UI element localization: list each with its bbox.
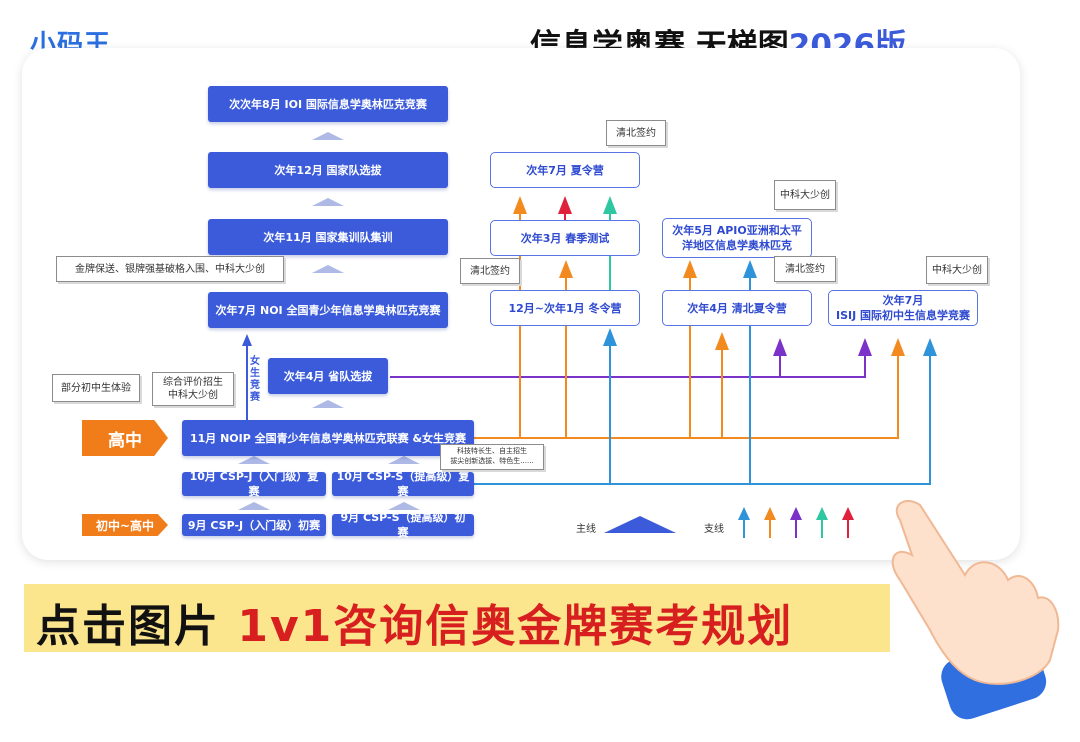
legend-branch-label: 支线 [704, 524, 724, 535]
purple-branch [390, 350, 866, 378]
national-team-box[interactable]: 次年12月 国家队选拔 [208, 152, 448, 188]
tsinghua-pku-note-2: 清北签约 [460, 258, 520, 284]
provincial-selection-box[interactable]: 次年4月 省队选拔 [268, 358, 388, 394]
noip-box[interactable]: 11月 NOIP 全国青少年信息学奥林匹克联赛 &女生竞赛 [182, 420, 474, 456]
legend-main-shape [604, 516, 676, 533]
eval-line1: 综合评价招生 [163, 377, 223, 388]
pointing-hand-icon [891, 500, 1060, 720]
csp-s-final-box[interactable]: 10月 CSP-S（提高级）复赛 [332, 470, 474, 498]
summer-camp-box[interactable]: 次年7月 夏令营 [490, 152, 640, 188]
national-training-box[interactable]: 次年11月 国家集训队集训 [208, 219, 448, 255]
isij-box[interactable]: 次年7月 ISIJ 国际初中生信息学竞赛 [828, 290, 978, 326]
isij-line2: ISIJ 国际初中生信息学竞赛 [835, 309, 971, 322]
main-line-chevrons [238, 132, 420, 510]
apio-box[interactable]: 次年5月 APIO亚洲和太平洋地区信息学奥林匹克 [662, 218, 812, 258]
high-school-badge: 高中 [82, 420, 168, 456]
spring-test-box[interactable]: 次年3月 春季测试 [490, 220, 640, 256]
csp-s-prelim-box[interactable]: 9月 CSP-S（提高级）初赛 [332, 511, 474, 539]
ustc-note-2: 中科大少创 [926, 256, 988, 284]
winter-camp-box[interactable]: 12月~次年1月 冬令营 [490, 290, 640, 326]
legend-branch-arrows [738, 507, 854, 538]
noi-box[interactable]: 次年7月 NOI 全国青少年信息学奥林匹克竞赛 [208, 292, 448, 328]
ioi-box[interactable]: 次次年8月 IOI 国际信息学奥林匹克竞赛 [208, 86, 448, 122]
cta-banner[interactable] [24, 584, 890, 652]
thu-pku-summer-box[interactable]: 次年4月 清北夏令营 [662, 290, 812, 326]
legend-main-label: 主线 [576, 524, 596, 535]
isij-line1: 次年7月 [882, 294, 924, 307]
cta-part2: 1v1咨询信奥金牌赛考规划 [237, 601, 794, 652]
special-line1: 科技特长生、自主招生 [457, 447, 527, 455]
tsinghua-pku-note-1: 清北签约 [606, 120, 666, 146]
eval-admission-note: 综合评价招生 中科大少创 [152, 372, 234, 406]
middle-high-badge: 初中~高中 [82, 514, 168, 536]
special-line2: 拔尖创新选拔、特色生...... [450, 457, 534, 465]
junior-trial-note: 部分初中生体验 [52, 374, 140, 402]
csp-j-prelim-box[interactable]: 9月 CSP-J（入门级）初赛 [182, 514, 326, 536]
girl-competition-label: 女生竞赛 [250, 356, 260, 403]
cta-text[interactable]: 点击图片 1v1咨询信奥金牌赛考规划 [36, 590, 793, 654]
ustc-note-1: 中科大少创 [774, 180, 836, 210]
eval-line2: 中科大少创 [168, 390, 218, 401]
special-admission-note: 科技特长生、自主招生 拔尖创新选拔、特色生...... [440, 444, 544, 470]
csp-j-final-box[interactable]: 10月 CSP-J（入门级）复赛 [182, 470, 326, 498]
cta-part1: 点击图片 [36, 601, 238, 652]
girl-competition-arrow [242, 334, 252, 420]
tsinghua-pku-note-3: 清北签约 [774, 256, 836, 282]
medal-note: 金牌保送、银牌强基破格入围、中科大少创 [56, 256, 284, 282]
